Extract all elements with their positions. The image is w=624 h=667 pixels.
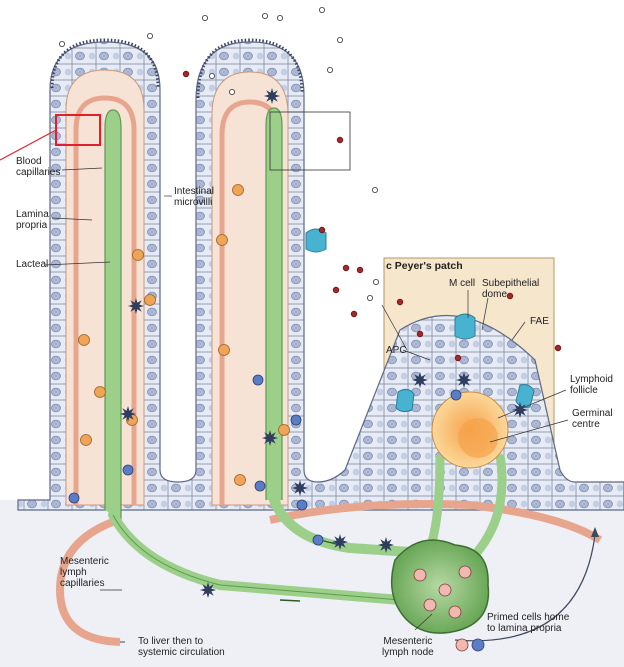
label-lymphoid-follicle: Lymphoid follicle [570,374,613,396]
lymphocyte-orange [133,250,144,261]
lymphocyte-blue [253,375,263,385]
m-cell-2 [396,389,414,411]
lymphocyte-orange [219,345,230,356]
antigen-particle [202,15,207,20]
antigen-particle [367,295,372,300]
lymphocyte-blue [291,415,301,425]
antigen-particle-red [337,137,343,143]
antigen-particle-red [555,345,561,351]
label-lamina-propria: Lamina propria [16,209,49,231]
lymph-node-cell [439,584,451,596]
dendritic-cell [128,298,144,314]
antigen-particle-red [357,267,363,273]
antigen-particle [209,73,214,78]
label-to-liver: To liver then to systemic circulation [138,636,225,658]
dendritic-cell [512,402,528,418]
lymph-flow-arrow-1 [280,600,300,601]
lymphocyte-blue [123,465,133,475]
antigen-particle [229,89,234,94]
label-subepithelial-dome: Subepithelial dome [482,278,539,300]
antigen-particle-red [183,71,189,77]
dendritic-cell [120,406,136,422]
antigen-particle-red [333,287,339,293]
lymphocyte-orange [81,435,92,446]
antigen-particle [59,41,64,46]
dendritic-cell [412,372,428,388]
label-germinal-centre: Germinal centre [572,408,613,430]
dendritic-cell [456,372,472,388]
label-blood-capillaries: Blood capillaries [16,156,60,178]
antigen-particle [147,33,152,38]
dendritic-cell [378,537,394,553]
antigen-particle-red [455,355,461,361]
antigen-particle [327,67,332,72]
lymph-node-cell [414,569,426,581]
antigen-particle-red [417,331,423,337]
antigen-particle [337,37,342,42]
lymphocyte-blue [255,481,265,491]
lymphocyte-blue [451,390,461,400]
label-mesenteric-lymph-node: Mesenteric lymph node [382,636,434,658]
lymph-node-cell [449,606,461,618]
germinal-centre [458,418,498,458]
label-peyers-patch-title: c Peyer's patch [386,261,463,272]
primed-cell-2 [472,639,484,651]
antigen-particle [262,13,267,18]
label-apc: APC [386,345,407,356]
antigen-particle-red [351,311,357,317]
lymphocyte-orange [145,295,156,306]
dendritic-cell [264,88,280,104]
lymphocyte-orange [235,475,246,486]
lymphocyte-orange [95,387,106,398]
lymph-node-cell [424,599,436,611]
lymphocyte-blue [297,500,307,510]
m-cell-1 [455,314,475,339]
dendritic-cell [332,534,348,550]
label-mesenteric-lymph-capillaries: Mesenteric lymph capillaries [60,556,109,589]
antigen-particle [373,279,378,284]
antigen-particle-red [343,265,349,271]
primed-cell-1 [456,639,468,651]
lymph-node-cell [459,566,471,578]
label-fae: FAE [530,316,549,327]
lymphocyte-orange [233,185,244,196]
lacteal-left [105,110,121,520]
lymphocyte-blue [313,535,323,545]
lymphocyte-orange [217,235,228,246]
label-lacteal: Lacteal [16,259,48,270]
dendritic-cell [292,480,308,496]
lymphocyte-orange [79,335,90,346]
antigen-particle-red [397,299,403,305]
dendritic-cell [262,430,278,446]
antigen-particle [372,187,377,192]
label-primed-cells: Primed cells home to lamina propria [487,612,569,634]
antigen-particle [277,15,282,20]
antigen-particle [319,7,324,12]
label-intestinal-microvilli: Intestinal microvilli [174,186,214,208]
lymphocyte-orange [279,425,290,436]
label-m-cell: M cell [449,278,475,289]
dendritic-cell [200,582,216,598]
antigen-particle-red [319,227,325,233]
lymphocyte-blue [69,493,79,503]
